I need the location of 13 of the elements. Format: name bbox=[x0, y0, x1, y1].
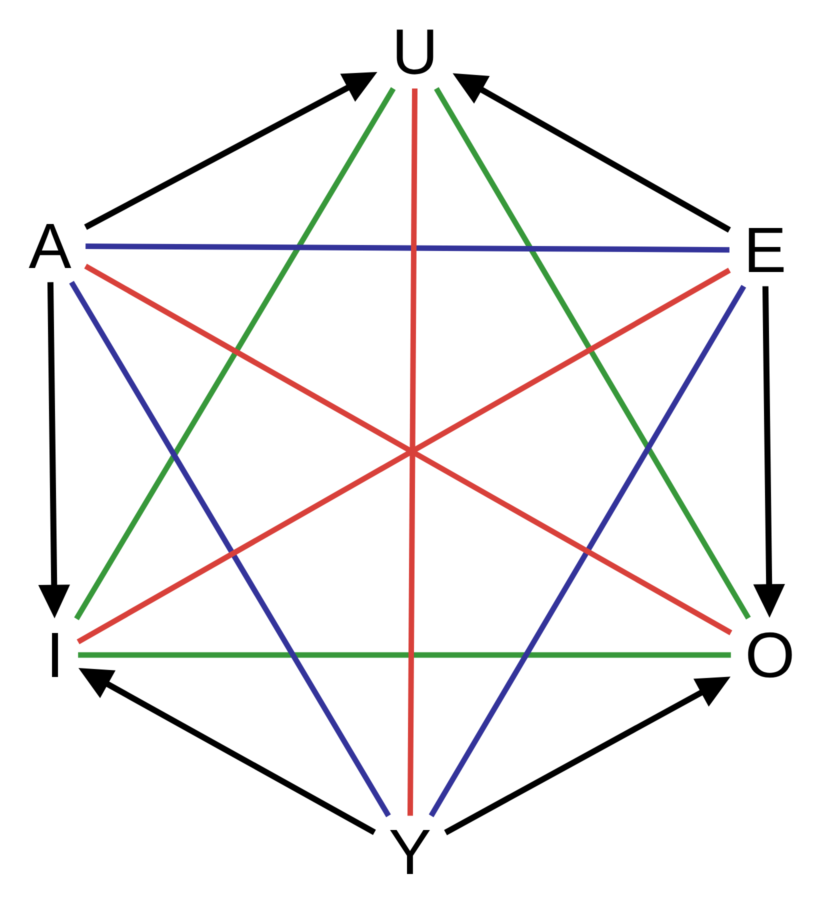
connecting-line bbox=[428, 284, 746, 818]
connecting-line bbox=[74, 87, 396, 620]
vertex-label: A bbox=[28, 224, 72, 268]
vertex-label: Y bbox=[390, 830, 430, 874]
connecting-line bbox=[434, 87, 751, 620]
vertex-label: E bbox=[748, 228, 784, 272]
connecting-line bbox=[407, 88, 418, 816]
connecting-line bbox=[69, 280, 391, 818]
vertex-label: O bbox=[748, 632, 792, 678]
vertex-label: I bbox=[52, 632, 58, 678]
connecting-line bbox=[78, 652, 731, 658]
connecting-line bbox=[86, 243, 730, 253]
vertex-label: U bbox=[396, 30, 434, 74]
